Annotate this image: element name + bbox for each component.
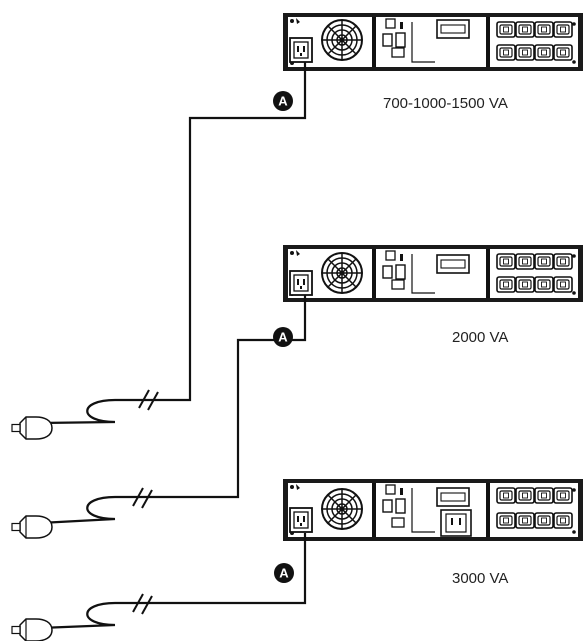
- outlet-icon: [553, 487, 573, 504]
- outlet-icon: [496, 487, 516, 504]
- cable-marker-text-1: A: [278, 94, 288, 109]
- fan-icon: [321, 19, 363, 61]
- outlet-icon: [515, 512, 535, 529]
- outlet-icon: [496, 253, 516, 270]
- power-inlet-icon: [289, 37, 313, 63]
- cable-marker-badge-3: A: [274, 563, 294, 583]
- outlet-icon: [553, 253, 573, 270]
- outlet-icon: [515, 253, 535, 270]
- outlet-icon: [534, 44, 554, 61]
- outlet-icon: [534, 276, 554, 293]
- ups-rear-panel-2: [283, 245, 583, 302]
- outlet-icon: [496, 21, 516, 38]
- outlet-icon: [553, 21, 573, 38]
- outlet-icon: [534, 21, 554, 38]
- ups-rear-panel-3: [283, 479, 583, 541]
- fan-icon: [321, 252, 363, 294]
- outlet-icon: [553, 512, 573, 529]
- outlet-icon: [496, 512, 516, 529]
- power-cable-2: [39, 295, 307, 525]
- power-plug-icon: [11, 416, 53, 440]
- cable-marker-badge-1: A: [273, 91, 293, 111]
- model-label-3: 3000 VA: [452, 570, 508, 587]
- cable-marker-badge-2: A: [273, 327, 293, 347]
- outlet-icon: [553, 44, 573, 61]
- power-inlet-icon: [289, 507, 313, 533]
- power-cable-3: [39, 533, 307, 630]
- outlet-icon: [496, 44, 516, 61]
- power-plug-icon: [11, 515, 53, 539]
- outlet-icon: [534, 487, 554, 504]
- power-inlet-icon: [289, 270, 313, 296]
- cable-marker-text-2: A: [278, 330, 288, 345]
- cable-marker-text-3: A: [279, 566, 289, 581]
- outlet-icon: [515, 487, 535, 504]
- ups-rear-panel-1: [283, 13, 583, 71]
- outlet-icon: [515, 276, 535, 293]
- power-plug-icon: [11, 618, 53, 641]
- outlet-icon: [496, 276, 516, 293]
- outlet-icon: [515, 44, 535, 61]
- outlet-icon: [534, 512, 554, 529]
- model-label-2: 2000 VA: [452, 329, 508, 346]
- power-cable-1: [39, 62, 307, 425]
- outlet-icon: [534, 253, 554, 270]
- outlet-icon: [553, 276, 573, 293]
- outlet-icon: [515, 21, 535, 38]
- fan-icon: [321, 488, 363, 530]
- model-label-1: 700-1000-1500 VA: [383, 95, 508, 112]
